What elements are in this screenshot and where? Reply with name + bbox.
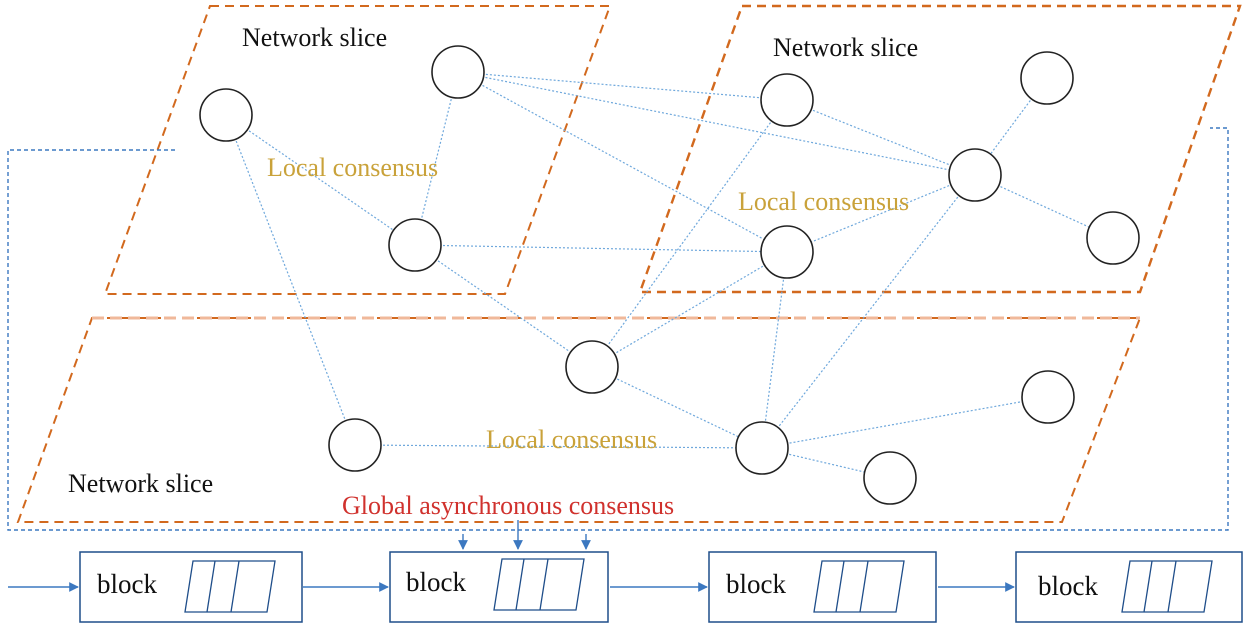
block: block [389,551,609,623]
node [760,225,814,279]
local-consensus-top-left: Local consensus [267,153,438,182]
edge [786,174,976,253]
network-edges [225,71,1114,479]
node [735,421,789,475]
edge [786,99,976,176]
node [760,73,814,127]
node [199,88,253,142]
local-consensus-top-right: Local consensus [738,187,909,216]
ledger-divider [515,558,525,611]
block: block [708,551,937,623]
slice-label-bottom: Network slice [68,469,213,498]
block-ledger [493,558,585,611]
node [565,340,619,394]
slice-label-top-right: Network slice [773,33,918,62]
node [948,148,1002,202]
node [1021,370,1075,424]
edge [761,174,976,449]
network-nodes [199,45,1140,505]
node [431,45,485,99]
ledger-divider [1167,560,1177,613]
block-ledger [1121,560,1213,613]
ledger-divider [859,560,869,613]
block-frame [79,551,303,623]
edge [591,251,788,368]
edge [761,251,788,449]
block-label: block [97,569,157,599]
block-ledger [184,560,276,613]
node [388,218,442,272]
ledger-divider [230,560,240,613]
network-slice-top-right [638,4,1242,294]
edge [414,244,788,253]
consensus-arrows [458,520,591,550]
ledger-divider [206,560,216,613]
edge [225,114,356,446]
block-frame [708,551,937,623]
slice-label-top-left: Network slice [242,23,387,52]
local-consensus-bottom: Local consensus [486,425,657,454]
node [328,418,382,472]
network-slice-top-left [103,5,612,295]
edge [457,71,976,176]
global-consensus-label: Global asynchronous consensus [342,491,674,520]
ledger-divider [835,560,845,613]
ledger-divider [539,558,549,611]
blockchain: block block block block [8,551,1243,623]
block: block [79,551,303,623]
block-label: block [406,567,466,597]
edge [457,71,788,253]
edge [761,396,1049,449]
ledger-divider [1143,560,1153,613]
block-label: block [726,569,786,599]
edge [591,99,788,368]
edge [414,71,459,246]
global-consensus-bracket [7,127,1229,531]
node [1086,211,1140,265]
block-label: block [1038,571,1098,601]
node [863,451,917,505]
edge [414,244,593,368]
edge [591,366,763,449]
block-ledger [813,560,905,613]
network-slice-bottom [16,317,1142,523]
edge [457,71,788,101]
block: block [1015,551,1243,623]
node [1020,51,1074,105]
